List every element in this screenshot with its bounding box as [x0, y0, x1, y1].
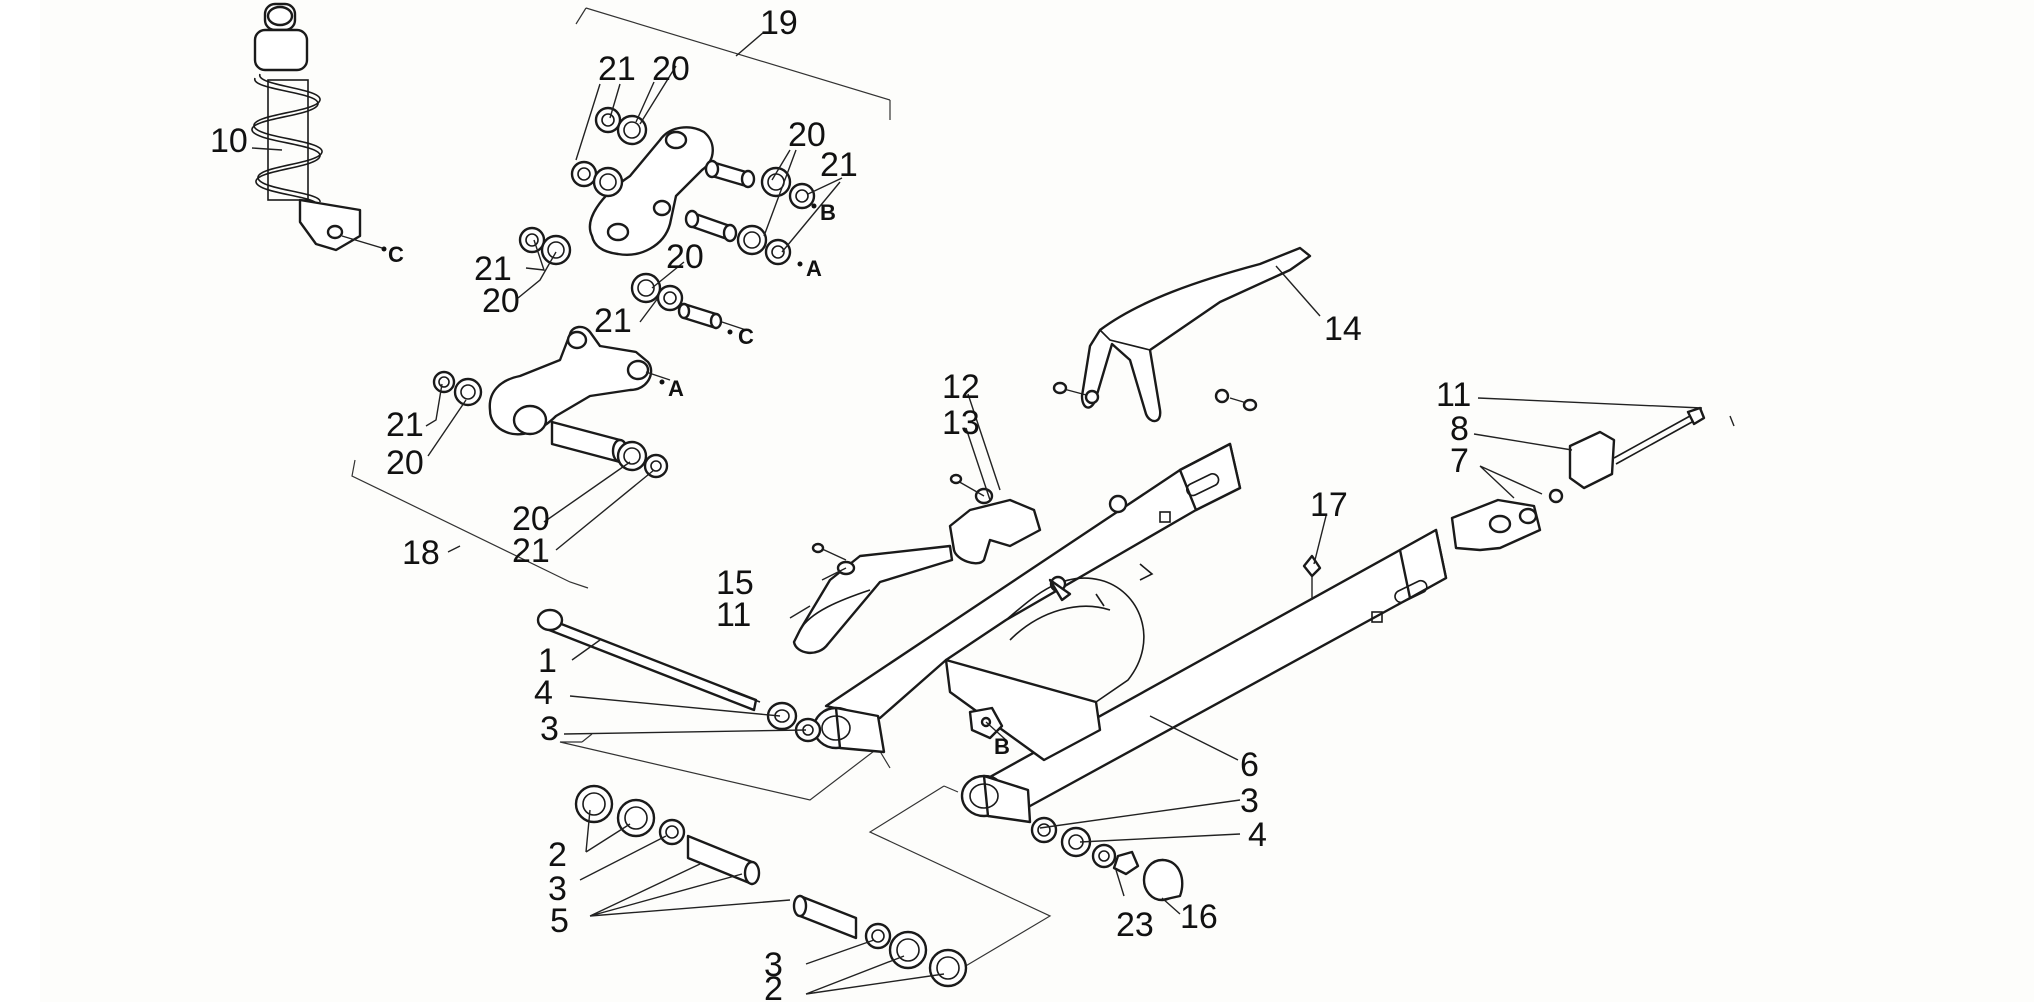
shock-absorber-part — [251, 2, 387, 252]
chain-adjuster-part — [1450, 406, 1735, 552]
label-12: 12 — [942, 368, 980, 406]
linkage-arm-part — [432, 325, 671, 479]
ref-b-2: B — [994, 734, 1010, 759]
label-11b: 11 — [1436, 376, 1471, 414]
right-pivot-hardware — [1030, 816, 1184, 902]
ref-a-1: A — [806, 256, 822, 281]
grease-nipple-part — [1302, 554, 1322, 600]
label-21e: 21 — [386, 406, 424, 444]
ref-b-1: B — [820, 200, 836, 225]
label-14: 14 — [1324, 310, 1362, 348]
label-21c: 21 — [474, 250, 512, 288]
label-3a: 3 — [540, 710, 559, 748]
label-7: 7 — [1450, 442, 1469, 480]
label-20d: 20 — [666, 238, 704, 276]
pivot-pin-part — [536, 608, 822, 743]
bracket-part — [948, 473, 1042, 565]
label-15: 15 — [716, 564, 754, 602]
label-21d: 21 — [594, 302, 632, 340]
label-4a: 4 — [534, 674, 553, 712]
label-16: 16 — [1180, 898, 1218, 936]
label-20b: 20 — [788, 116, 826, 154]
label-3b: 3 — [1240, 782, 1259, 820]
label-5: 5 — [550, 902, 569, 940]
ref-c-1: C — [388, 242, 404, 267]
leader-lines — [251, 31, 1703, 995]
label-4b: 4 — [1248, 816, 1267, 854]
label-20f: 20 — [512, 500, 550, 538]
label-3d: 3 — [764, 946, 783, 984]
label-2b: 2 — [764, 970, 783, 1002]
label-20a: 20 — [652, 50, 690, 88]
ref-c-2: C — [738, 324, 754, 349]
label-3c: 3 — [548, 870, 567, 908]
label-21f: 21 — [512, 532, 550, 570]
label-20e: 20 — [386, 444, 424, 482]
label-20c: 20 — [482, 282, 520, 320]
label-8: 8 — [1450, 410, 1469, 448]
swingarm-part — [812, 442, 1448, 824]
part-number-labels: 10 19 21 20 20 21 21 20 20 21 21 20 20 2… — [210, 4, 1471, 1002]
label-1: 1 — [538, 642, 557, 680]
label-21b: 21 — [820, 146, 858, 184]
label-18: 18 — [402, 534, 440, 572]
label-17: 17 — [1310, 486, 1348, 524]
chain-slider-part — [792, 542, 954, 654]
reference-letters: B A C C A B — [388, 200, 1010, 759]
label-19: 19 — [760, 4, 798, 42]
rocker-bearings — [518, 106, 816, 331]
label-2a: 2 — [548, 836, 567, 874]
label-13: 13 — [942, 404, 980, 442]
label-6: 6 — [1240, 746, 1259, 784]
label-10: 10 — [210, 122, 248, 160]
label-21a: 21 — [598, 50, 636, 88]
lower-bushings-right — [792, 894, 968, 988]
ref-a-2: A — [668, 376, 684, 401]
lower-bushings-left — [574, 784, 761, 886]
chain-guard-part — [1052, 246, 1312, 423]
label-23: 23 — [1116, 906, 1154, 944]
label-11a: 11 — [716, 596, 751, 634]
